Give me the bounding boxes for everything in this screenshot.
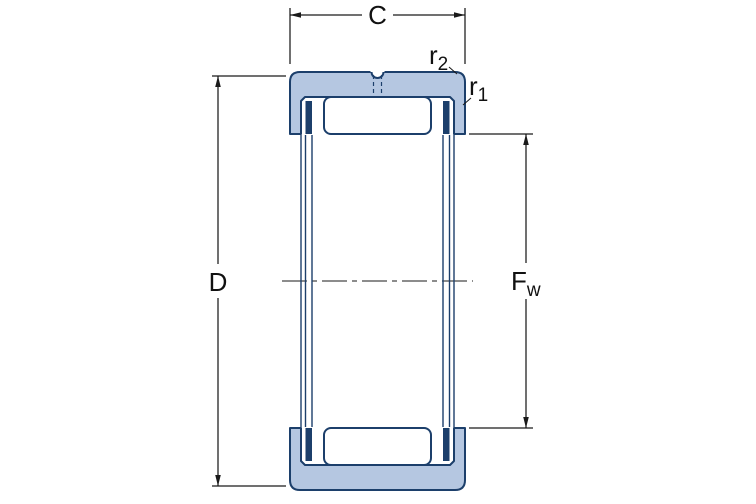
d-arrow-bottom [215,475,221,486]
fw-arrow-top [523,134,529,145]
label-outer-diameter-d: D [209,267,228,297]
cage-section-bottom-right [443,428,450,461]
needle-roller-top [323,96,432,135]
dimension-d: D [202,75,286,487]
d-label-backing [202,264,234,298]
callout-r1: r1 [462,71,488,106]
dimension-c: C [289,0,466,64]
c-arrow-left [290,12,301,18]
fw-label-backing [505,263,551,299]
cage-section-bottom-left [305,428,312,461]
fw-label-main: F [511,266,527,296]
label-radius-r2: r2 [429,40,448,75]
r2-label-subscript: 2 [438,54,449,75]
callout-r2: r2 [429,40,458,75]
r2-label-main: r [429,40,438,70]
r1-leader-line [462,97,472,106]
c-arrow-right [454,12,465,18]
r2-leader-line [448,66,458,75]
label-radius-r1: r1 [469,71,488,106]
outer-ring-top-section [289,71,466,135]
label-bore-fw: Fw [511,266,541,301]
outer-ring-bottom-section [289,427,466,491]
d-arrow-top [215,76,221,87]
groove-edge-erase [370,69,385,74]
fw-label-subscript: w [526,280,541,301]
label-width-c: C [368,0,387,30]
fw-arrow-bottom [523,417,529,428]
r1-label-main: r [469,71,478,101]
lubrication-groove [370,71,385,79]
c-label-backing [362,2,393,28]
cage-section-top-left [305,101,312,134]
r1-label-subscript: 1 [478,85,489,106]
dimension-fw: Fw [469,133,551,429]
needle-roller-bottom [323,427,432,466]
cage-section-top-right [443,101,450,134]
